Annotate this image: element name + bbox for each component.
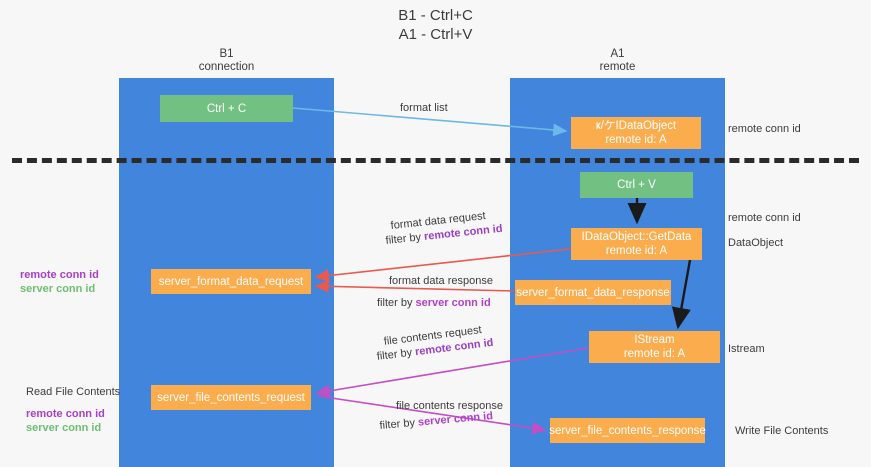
annotation-right-write-file-contents: Write File Contents — [735, 425, 829, 437]
annotation-left-mid: remote conn id server conn id — [20, 268, 99, 296]
annotation-right-dataobject: DataObject — [728, 237, 784, 249]
column-header-b1: B1 connection — [119, 48, 334, 74]
box-istream-line2: remote id: A — [623, 348, 686, 360]
box-idataobject[interactable]: ҝ/ケIDataObject remote id: A — [571, 117, 701, 149]
column-header-a1: A1 remote — [510, 48, 725, 74]
filter-prefix: filter by — [379, 416, 419, 432]
box-server-file-contents-request[interactable]: server_file_contents_request — [151, 385, 311, 410]
annotation-right-top-remote: remote conn id — [728, 123, 801, 135]
page-title: B1 - Ctrl+C A1 - Ctrl+V — [0, 6, 871, 44]
filter-key-server-conn-id: server conn id — [415, 297, 491, 309]
box-getdata-line1: IDataObject::GetData — [581, 231, 692, 243]
phase-divider — [12, 158, 859, 163]
column-header-a1-sub: remote — [599, 61, 636, 73]
box-ctrl-v-label: Ctrl + V — [617, 179, 656, 191]
box-istream-line1: IStream — [634, 334, 675, 346]
annotation-right-istream: Istream — [728, 343, 765, 355]
box-ctrl-c-label: Ctrl + C — [206, 102, 247, 115]
title-line-2: A1 - Ctrl+V — [398, 26, 473, 43]
column-header-a1-name: A1 — [610, 48, 625, 60]
edge-label-file-contents-response: file contents response — [396, 400, 504, 412]
annotation-left-low-title: Read File Contents — [26, 386, 121, 398]
box-server-file-contents-response-label: server_file_contents_response — [549, 424, 706, 437]
box-ctrl-c[interactable]: Ctrl + C — [160, 95, 293, 122]
box-idataobject-getdata[interactable]: IDataObject::GetData remote id: A — [571, 228, 702, 260]
box-istream[interactable]: IStream remote id: A — [589, 331, 720, 363]
annotation-left-low-server: server conn id — [26, 422, 102, 434]
title-line-1: B1 - Ctrl+C — [398, 7, 473, 24]
box-server-format-data-response-label: server_format_data_response — [516, 286, 670, 299]
annotation-left-low: Read File Contents remote conn id server… — [26, 385, 120, 435]
box-getdata-line2: remote id: A — [605, 245, 668, 257]
filter-prefix: filter by — [377, 297, 416, 309]
edge-label-format-list: format list — [400, 102, 448, 114]
box-server-format-data-response[interactable]: server_format_data_response — [515, 280, 671, 305]
annotation-right-mid-remote: remote conn id — [728, 212, 801, 224]
column-header-b1-sub: connection — [198, 61, 255, 73]
column-header-b1-name: B1 — [219, 48, 234, 60]
edge-label-format-data-response: format data response — [389, 275, 493, 287]
edge-label-format-data-response-filter: filter by server conn id — [377, 296, 491, 310]
annotation-left-mid-remote: remote conn id — [20, 269, 99, 281]
annotation-left-mid-server: server conn id — [20, 283, 96, 295]
box-server-format-data-request-label: server_format_data_request — [158, 275, 304, 288]
box-server-format-data-request[interactable]: server_format_data_request — [151, 269, 311, 294]
box-idataobject-line1: ҝ/ケIDataObject — [595, 120, 677, 132]
box-server-file-contents-request-label: server_file_contents_request — [157, 391, 305, 404]
filter-prefix: filter by — [376, 346, 416, 363]
box-server-file-contents-response[interactable]: server_file_contents_response — [549, 418, 706, 443]
box-idataobject-line2: remote id: A — [605, 134, 667, 146]
annotation-left-low-remote: remote conn id — [26, 408, 105, 420]
filter-prefix: filter by — [385, 230, 425, 247]
box-ctrl-v[interactable]: Ctrl + V — [580, 172, 693, 198]
